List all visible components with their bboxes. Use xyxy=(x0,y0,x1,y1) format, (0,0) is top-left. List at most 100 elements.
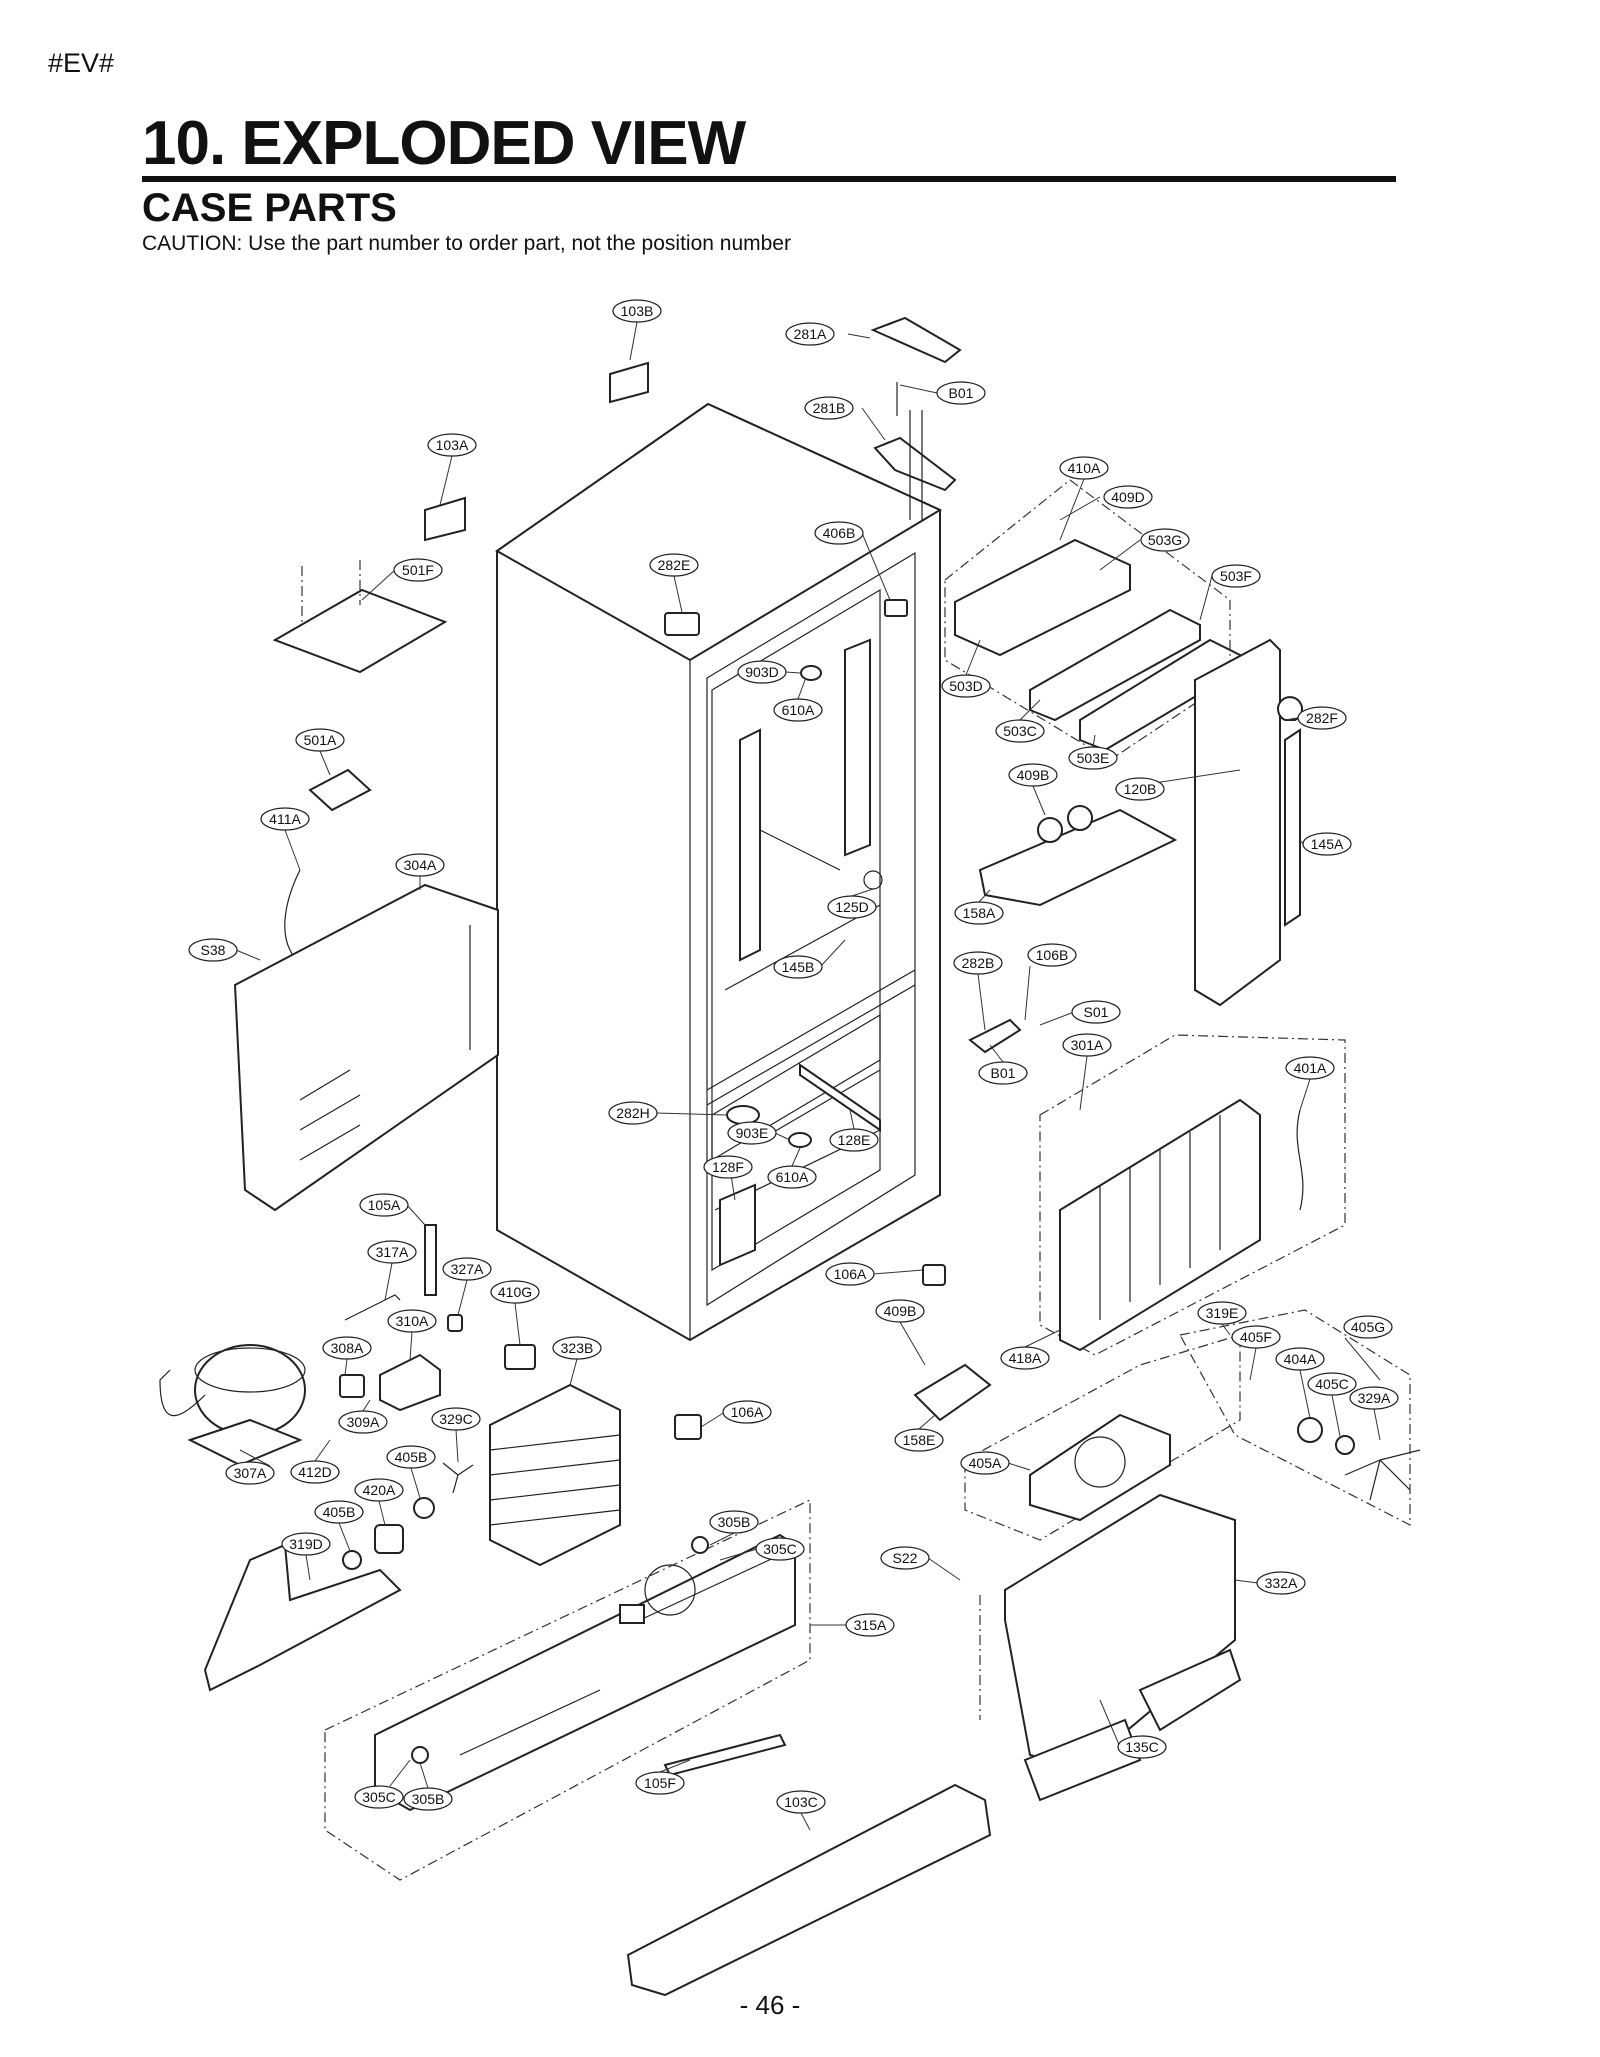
label-bubble xyxy=(338,1410,388,1434)
label-text: B01 xyxy=(991,1065,1016,1081)
leader-line xyxy=(861,407,886,441)
label-bubble xyxy=(314,1500,364,1524)
leader-line xyxy=(457,1279,468,1316)
label-bubble xyxy=(612,299,662,323)
part-label-103b: 103B xyxy=(612,299,662,361)
part-label-610a: 610A xyxy=(767,1147,817,1189)
label-text: 319D xyxy=(289,1536,322,1552)
part-label-503e: 503E xyxy=(1068,734,1118,770)
label-text: 406B xyxy=(823,525,856,541)
part-label-b01: B01 xyxy=(899,381,986,405)
label-text: 412D xyxy=(298,1464,331,1480)
part-label-410g: 410G xyxy=(490,1280,540,1346)
label-bubble xyxy=(722,1400,772,1424)
leader-line xyxy=(800,1812,811,1831)
rear-cover-304a xyxy=(233,883,499,1212)
label-bubble xyxy=(386,1445,436,1469)
part-label-409b: 409B xyxy=(875,1299,926,1366)
label-text: 418A xyxy=(1009,1350,1042,1366)
part-label-903d: 903D xyxy=(737,660,801,684)
label-text: 329C xyxy=(439,1411,472,1427)
leader-line xyxy=(319,750,331,776)
evaporator-323b xyxy=(489,1383,621,1567)
leader-line xyxy=(1331,1394,1341,1437)
part-label-s38: S38 xyxy=(188,938,261,962)
leader-line xyxy=(849,1109,855,1130)
label-bubble xyxy=(1285,1056,1335,1080)
label-bubble xyxy=(1115,777,1165,801)
cover-332a-135c xyxy=(979,1493,1242,1802)
label-bubble xyxy=(635,1771,685,1795)
part-label-420a: 420A xyxy=(354,1478,404,1526)
label-bubble xyxy=(773,955,823,979)
label-bubble xyxy=(188,938,238,962)
leader-line xyxy=(872,1269,924,1275)
label-bubble xyxy=(1000,1346,1050,1370)
part-label-158e: 158E xyxy=(894,1414,944,1452)
label-bubble xyxy=(1256,1571,1306,1595)
label-bubble xyxy=(1103,485,1153,509)
part-label-305b: 305B xyxy=(709,1510,759,1546)
label-bubble xyxy=(785,322,835,346)
label-text: 501F xyxy=(402,562,434,578)
part-label-401a: 401A xyxy=(1285,1056,1335,1111)
label-bubble xyxy=(1349,1386,1399,1410)
leader-line xyxy=(847,333,871,339)
part-label-404a: 404A xyxy=(1275,1347,1325,1419)
leader-line xyxy=(239,1449,271,1467)
page-number: - 46 - xyxy=(739,1990,801,2020)
part-label-281b: 281B xyxy=(804,396,886,441)
label-bubble xyxy=(953,951,1003,975)
label-bubble xyxy=(427,433,477,457)
part-label-282e: 282E xyxy=(649,553,699,613)
page-title: 10. EXPLODED VIEW xyxy=(142,109,746,178)
part-501a xyxy=(308,768,372,812)
leader-line xyxy=(1344,1337,1381,1381)
label-text: 105A xyxy=(368,1197,401,1213)
label-text: 120B xyxy=(1124,781,1157,797)
part-label-501a: 501A xyxy=(295,728,345,776)
label-text: 125D xyxy=(835,899,868,915)
leader-line xyxy=(819,939,846,968)
label-bubble xyxy=(804,396,854,420)
label-text: 501A xyxy=(304,732,337,748)
label-bubble xyxy=(1068,746,1118,770)
leader-line xyxy=(1221,1323,1231,1336)
leader-line xyxy=(1099,1699,1121,1748)
leader-line xyxy=(774,1132,791,1141)
leader-line xyxy=(700,1411,726,1428)
label-text: 317A xyxy=(376,1244,409,1260)
part-label-105a: 105A xyxy=(359,1193,426,1226)
leader-line xyxy=(1234,1579,1259,1584)
label-text: 103A xyxy=(436,437,469,453)
label-text: 405F xyxy=(1240,1329,1272,1345)
part-label-405a: 405A xyxy=(960,1451,1031,1475)
label-text: 503C xyxy=(1003,723,1036,739)
label-text: 503E xyxy=(1077,750,1110,766)
part-label-503c: 503C xyxy=(995,699,1045,743)
part-label-411a: 411A xyxy=(260,807,310,871)
label-text: 106A xyxy=(731,1404,764,1420)
part-label-106a: 106A xyxy=(825,1262,924,1286)
leader-line xyxy=(419,1762,429,1789)
label-bubble xyxy=(875,1299,925,1323)
leader-line xyxy=(1249,1347,1257,1381)
label-bubble xyxy=(387,1309,437,1333)
leader-line xyxy=(965,639,981,676)
label-text: 305B xyxy=(412,1791,445,1807)
lamp-cover-158a xyxy=(978,805,1178,907)
label-text: 281B xyxy=(813,400,846,416)
label-text: 103C xyxy=(784,1794,817,1810)
part-label-120b: 120B xyxy=(1114,769,1241,801)
part-label-128f: 128F xyxy=(703,1155,753,1201)
label-bubble xyxy=(290,1460,340,1484)
label-bubble xyxy=(941,674,991,698)
leader-line xyxy=(1024,1329,1061,1348)
label-bubble xyxy=(1008,763,1058,787)
part-label-145a: 145A xyxy=(1299,832,1352,856)
leader-line xyxy=(784,671,801,674)
label-bubble xyxy=(359,1193,409,1217)
part-label-106a: 106A xyxy=(700,1400,772,1428)
label-text: 405B xyxy=(395,1449,428,1465)
label-bubble xyxy=(431,1407,481,1431)
